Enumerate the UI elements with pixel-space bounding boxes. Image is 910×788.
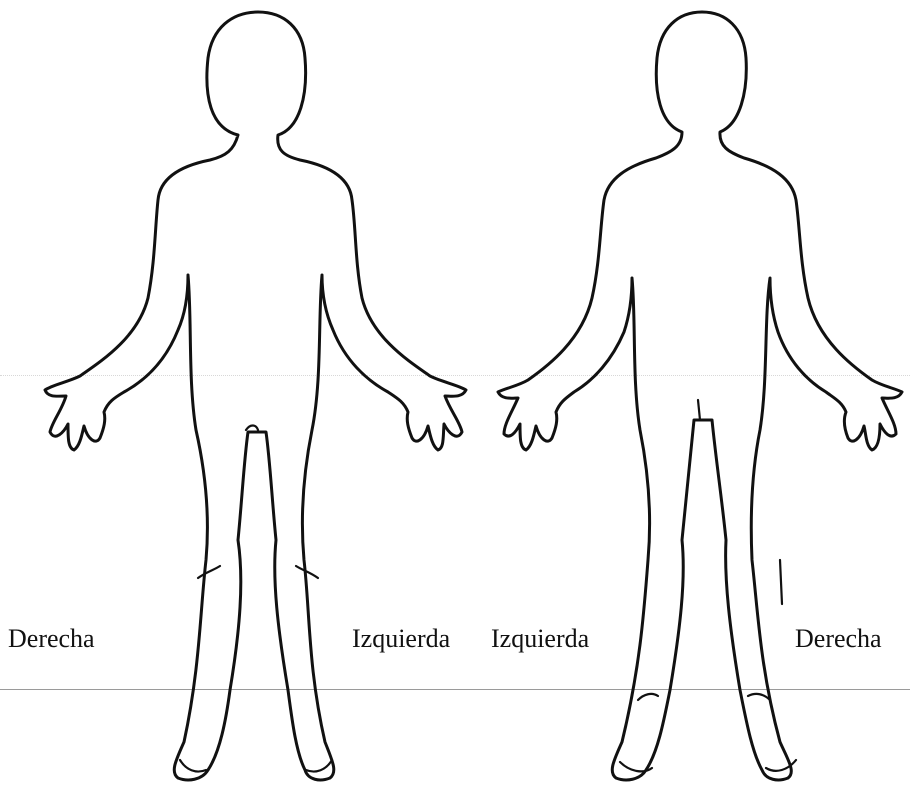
body-outline-back-icon — [498, 12, 902, 780]
body-outline-front-icon — [45, 12, 466, 780]
label-front-right-side: Derecha — [8, 626, 95, 652]
label-back-right-side: Derecha — [795, 626, 882, 652]
label-front-left-side: Izquierda — [352, 626, 450, 652]
label-back-left-side: Izquierda — [491, 626, 589, 652]
